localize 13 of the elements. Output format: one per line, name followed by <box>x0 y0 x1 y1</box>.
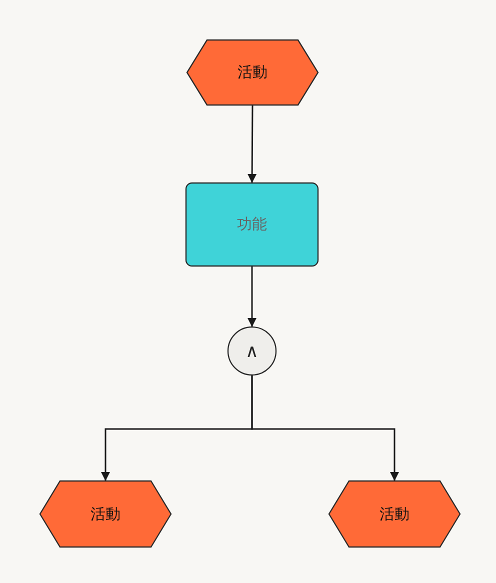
activity-hexagon <box>329 481 460 547</box>
node-label: 功能 <box>237 215 267 234</box>
node-label: ∧ <box>245 340 259 362</box>
function-box <box>186 183 318 266</box>
arrow <box>251 375 399 481</box>
activity-hexagon <box>187 40 318 105</box>
connector-circle <box>228 327 276 375</box>
activity-hexagon <box>40 481 171 547</box>
arrow <box>248 105 257 183</box>
arrow <box>248 266 256 327</box>
node-label: 活動 <box>90 504 120 524</box>
node-label: 活動 <box>238 63 268 82</box>
node-label: 活動 <box>380 504 410 524</box>
